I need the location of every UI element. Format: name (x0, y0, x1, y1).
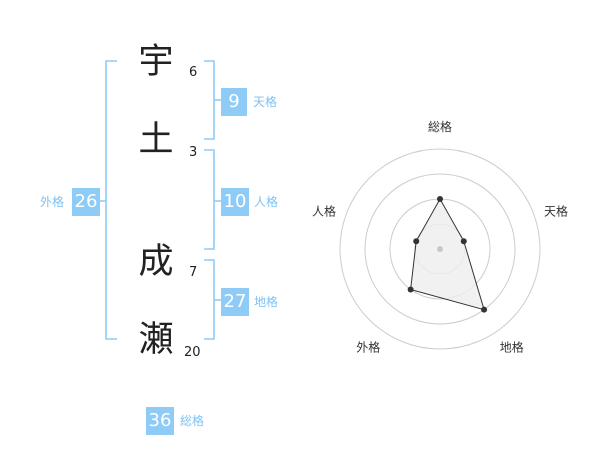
radar-axis-label-1: 総格 (428, 119, 452, 134)
gaikaku-label: 外格 (40, 195, 65, 209)
gaikaku-value: 26 (72, 188, 100, 216)
radar-ring-4 (339, 148, 541, 350)
stroke-count-4: 20 (184, 345, 201, 360)
tenkaku-value: 9 (221, 88, 247, 116)
radar-point-1 (437, 196, 443, 202)
radar-point-3 (481, 306, 488, 313)
soukaku-value: 36 (146, 407, 174, 435)
tenkaku-label: 天格 (253, 95, 278, 109)
radar-polygon (410, 197, 485, 311)
gaikaku-bracket (105, 60, 117, 340)
soukaku-label: 総格 (180, 414, 205, 428)
radar-axis-label-4: 外格 (356, 340, 380, 355)
chikaku-label: 地格 (254, 295, 279, 309)
radar-axis-label-5: 人格 (312, 203, 336, 218)
radar-center-dot (437, 246, 443, 252)
stroke-count-3: 7 (189, 265, 198, 280)
jinkaku-value: 10 (221, 188, 249, 216)
radar-axis-label-3: 地格 (500, 340, 524, 355)
name-char-4: 瀬 (138, 320, 174, 360)
radar-ring-3 (364, 173, 516, 325)
radar-axis-label-2: 天格 (544, 203, 568, 218)
stroke-count-1: 6 (189, 65, 198, 80)
radar-point-2 (460, 238, 467, 245)
radar-point-5 (413, 238, 420, 245)
jinkaku-label: 人格 (254, 195, 279, 209)
jinkaku-bracket (204, 149, 215, 250)
name-char-2: 土 (138, 120, 174, 160)
stroke-count-2: 3 (189, 145, 198, 160)
radar-point-4 (407, 286, 414, 293)
chikaku-value: 27 (221, 288, 249, 316)
name-char-1: 宇 (138, 42, 174, 82)
name-char-3: 成 (138, 242, 174, 282)
